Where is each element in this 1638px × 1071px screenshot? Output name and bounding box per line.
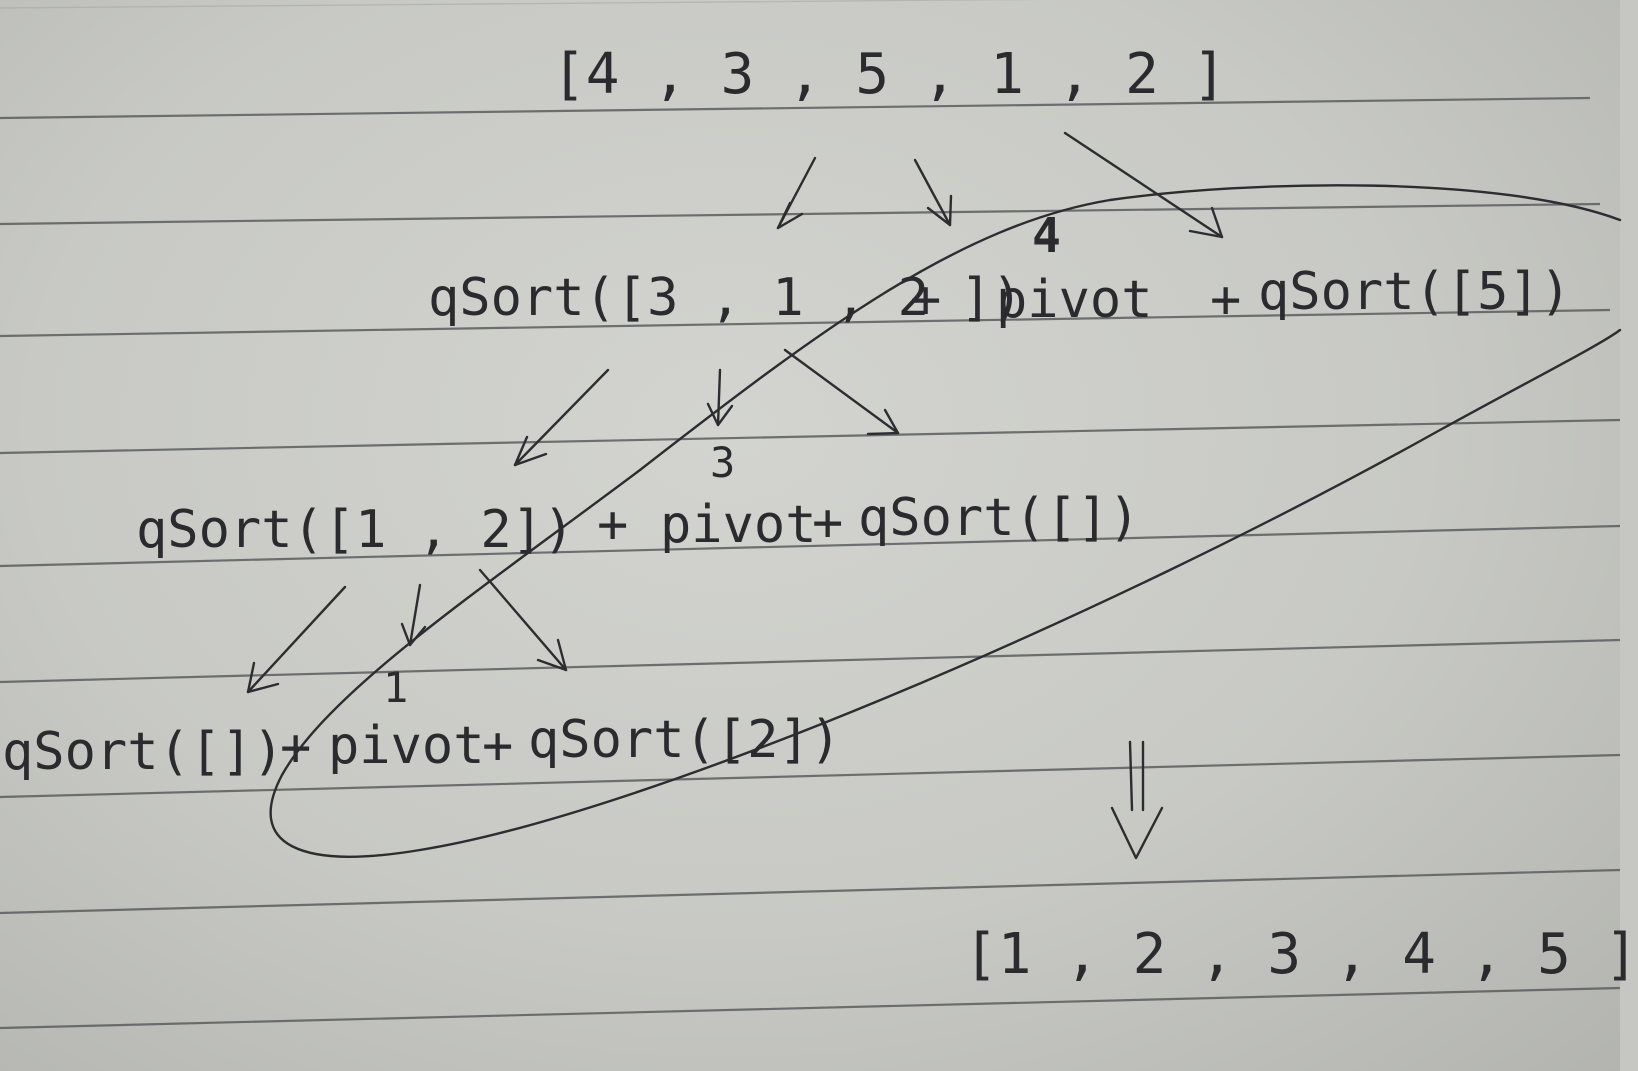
arrow-l2-to-l3-pivot: [400, 583, 427, 647]
l2-pivot-value: 3: [710, 438, 736, 487]
ruled-lines: [0, 0, 1621, 1030]
arrow-input-to-left-call: [776, 156, 817, 230]
l1-left-call: qSort([3 , 1 , 2 ]): [428, 268, 1023, 328]
l1-right-call: qSort([5]): [1258, 262, 1572, 322]
arrow-l1-to-l2-left-call: [513, 368, 610, 467]
l1-plus-1: +: [910, 270, 942, 330]
l1-plus-2: +: [1210, 270, 1242, 330]
l2-plus-1: +: [597, 495, 629, 555]
l3-right-call: qSort([2]): [528, 710, 842, 770]
arrow-input-to-right-call: [1063, 131, 1224, 239]
l2-left-call: qSort([1 , 2]): [136, 500, 575, 560]
l1-pivot-label: pivot: [996, 270, 1153, 330]
l3-left-call: qSort([]): [2, 722, 284, 782]
pivot-enclosing-loop: [269, 184, 1622, 858]
input-array: [4 , 3 , 5 , 1 , 2 ]: [552, 42, 1227, 107]
l1-pivot-value: 4: [1032, 208, 1061, 264]
l3-pivot-value: 1: [383, 663, 409, 712]
l3-plus-1: +: [280, 718, 312, 778]
result-arrow: [1110, 740, 1164, 860]
l2-plus-2: +: [812, 493, 844, 553]
arrow-l1-to-l2-pivot: [706, 368, 734, 427]
arrow-l1-to-l2-right-call: [783, 348, 900, 436]
arrow-l2-to-l3-right-call: [478, 568, 568, 672]
result-array: [1 , 2 , 3 , 4 , 5 ]: [964, 922, 1638, 987]
l2-right-call: qSort([]): [858, 488, 1140, 548]
arrow-l2-to-l3-left-call: [246, 585, 347, 694]
l2-pivot-label: pivot: [660, 495, 817, 555]
l3-plus-2: +: [482, 716, 514, 776]
arrow-input-to-pivot: [913, 158, 953, 227]
l3-pivot-label: pivot: [328, 716, 485, 776]
